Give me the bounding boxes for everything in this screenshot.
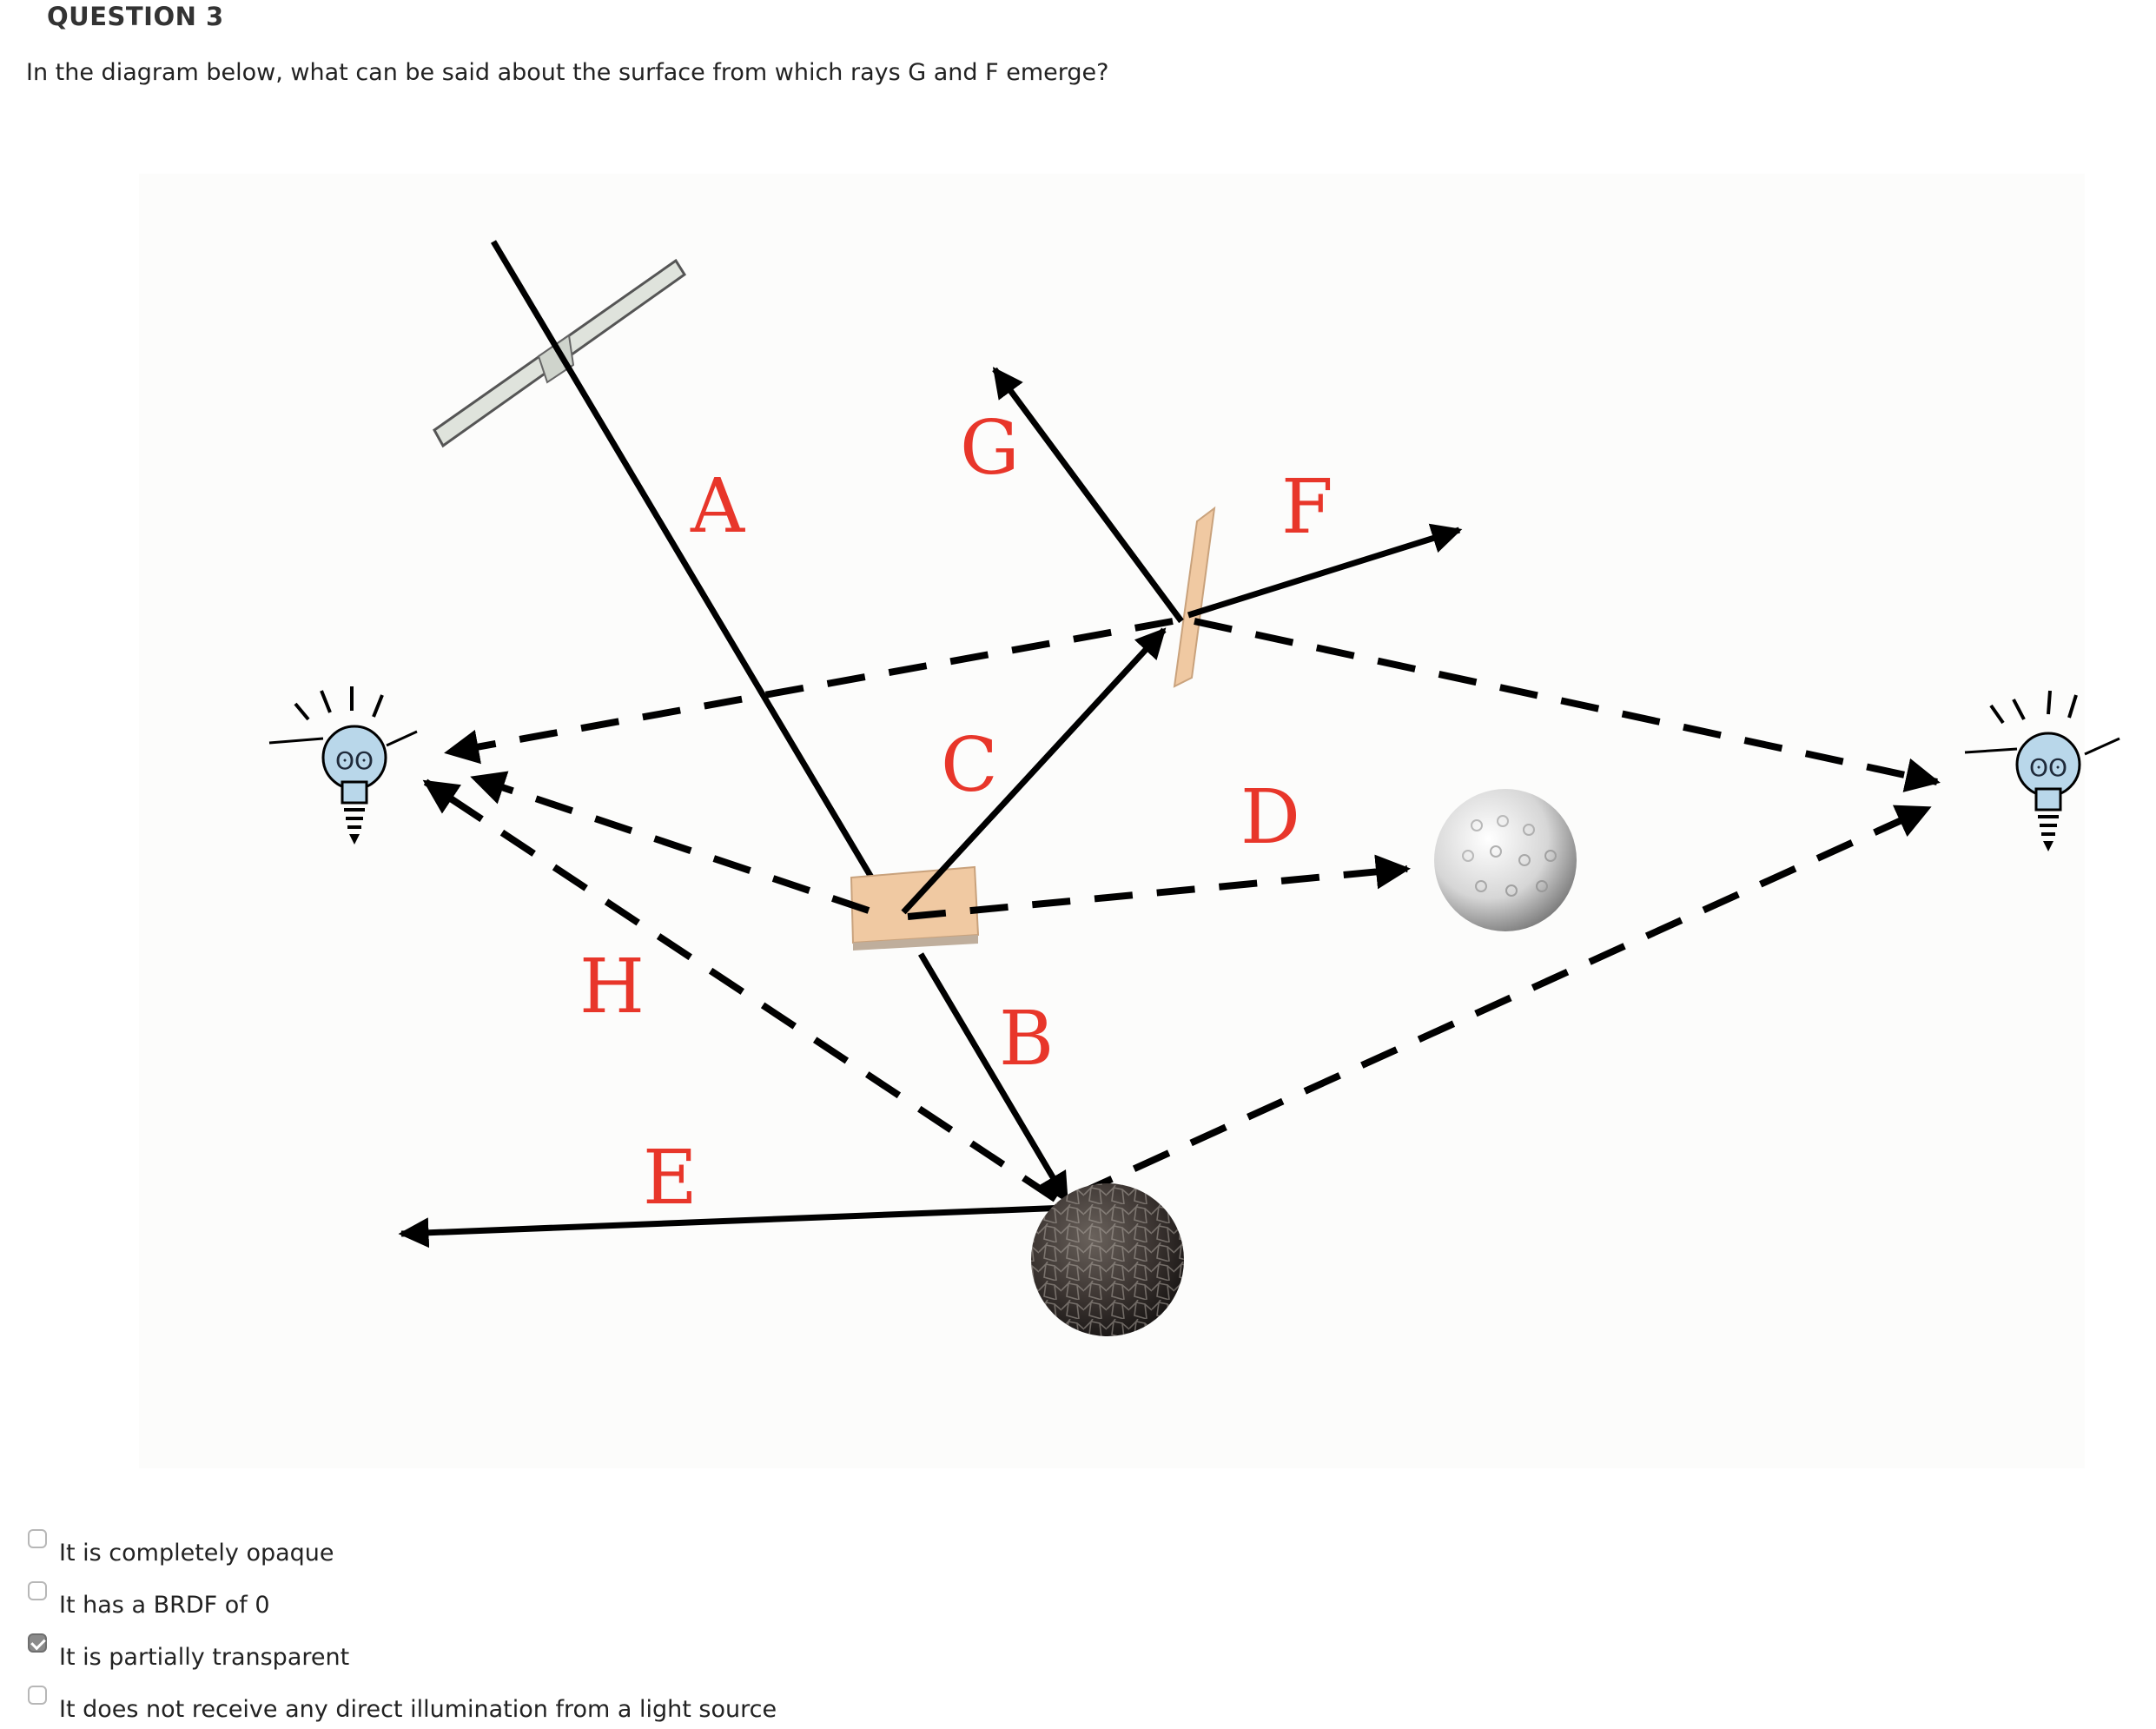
- answer-option-3[interactable]: It is partially transparent: [0, 1633, 956, 1677]
- ray-b: [917, 952, 1070, 1204]
- answer-label-4: It does not receive any direct illuminat…: [59, 1696, 777, 1723]
- ray-dashed-dark-ball-to-right-bulb: [1075, 805, 1932, 1198]
- ray-label-e: E: [643, 1135, 698, 1222]
- left-light-bulb-icon: ʘʘ: [268, 686, 418, 845]
- ray-f: [1187, 523, 1463, 619]
- answer-label-2: It has a BRDF of 0: [59, 1592, 270, 1619]
- question-heading: QUESTION 3: [47, 2, 224, 31]
- ray-label-b: B: [999, 996, 1054, 1083]
- ray-h: [422, 778, 1058, 1202]
- answer-checkbox-4[interactable]: [28, 1686, 47, 1705]
- answer-checkbox-3[interactable]: [28, 1633, 47, 1653]
- ray-label-d: D: [1240, 774, 1300, 861]
- ray-label-f: F: [1281, 464, 1333, 551]
- ray-label-g: G: [960, 405, 1020, 492]
- answer-checkbox-1[interactable]: [28, 1529, 47, 1548]
- ray-label-c: C: [941, 722, 998, 809]
- dashed-rays: [422, 618, 1941, 1202]
- ray-d: [907, 854, 1411, 920]
- svg-text:ʘʘ: ʘʘ: [2029, 753, 2067, 782]
- answer-option-4[interactable]: It does not receive any direct illuminat…: [0, 1686, 956, 1729]
- svg-text:ʘʘ: ʘʘ: [335, 746, 374, 775]
- ray-dashed-center-card-to-left-bulb: [470, 771, 870, 914]
- ray-e: [398, 1204, 1068, 1249]
- tan-card-center: [850, 865, 980, 951]
- tan-card-upper: [1173, 506, 1216, 688]
- dark-textured-ball: [1031, 1183, 1184, 1336]
- ray-label-a: A: [690, 463, 745, 550]
- answer-checkbox-2[interactable]: [28, 1581, 47, 1600]
- answer-label-3: It is partially transparent: [59, 1644, 350, 1671]
- ray-dashed-upper-card-to-right-bulb: [1194, 618, 1941, 792]
- white-golf-ball: [1434, 789, 1577, 931]
- answer-option-2[interactable]: It has a BRDF of 0: [0, 1581, 956, 1625]
- question-text: In the diagram below, what can be said a…: [26, 59, 1109, 86]
- ray-label-h: H: [579, 944, 645, 1030]
- ray-g: [992, 367, 1184, 624]
- right-light-bulb-icon: ʘʘ: [1964, 690, 2120, 851]
- answer-label-1: It is completely opaque: [59, 1540, 334, 1567]
- answer-option-1[interactable]: It is completely opaque: [0, 1529, 956, 1573]
- ray-c: [901, 627, 1167, 915]
- ray-a: [490, 240, 898, 920]
